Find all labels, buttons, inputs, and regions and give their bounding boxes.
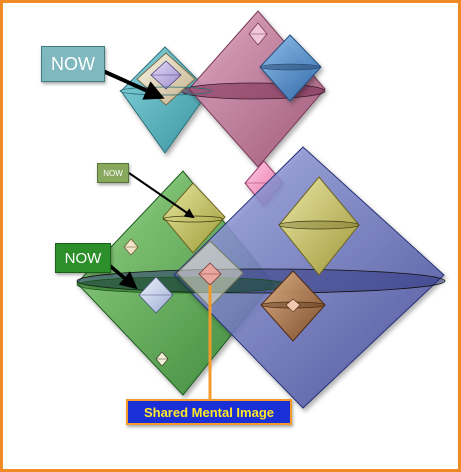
arrow-now-top (102, 69, 165, 100)
now-label-top: NOW (41, 46, 105, 82)
bottom-horizontal-lens (76, 268, 446, 294)
diagram-canvas (76, 10, 446, 409)
arrow-now-bottom (107, 263, 138, 290)
now-label-bottom: NOW (55, 243, 111, 273)
bottom-group (76, 146, 446, 409)
now-label-middle: NOW (97, 163, 129, 183)
blue-small-lens (259, 63, 321, 71)
arrow-now-middle (128, 172, 195, 219)
shared-mental-image-label: Shared Mental Image (126, 399, 292, 425)
olive-diamond-right (278, 176, 360, 276)
blue-small-diamond (259, 34, 322, 102)
top-group (119, 10, 326, 168)
